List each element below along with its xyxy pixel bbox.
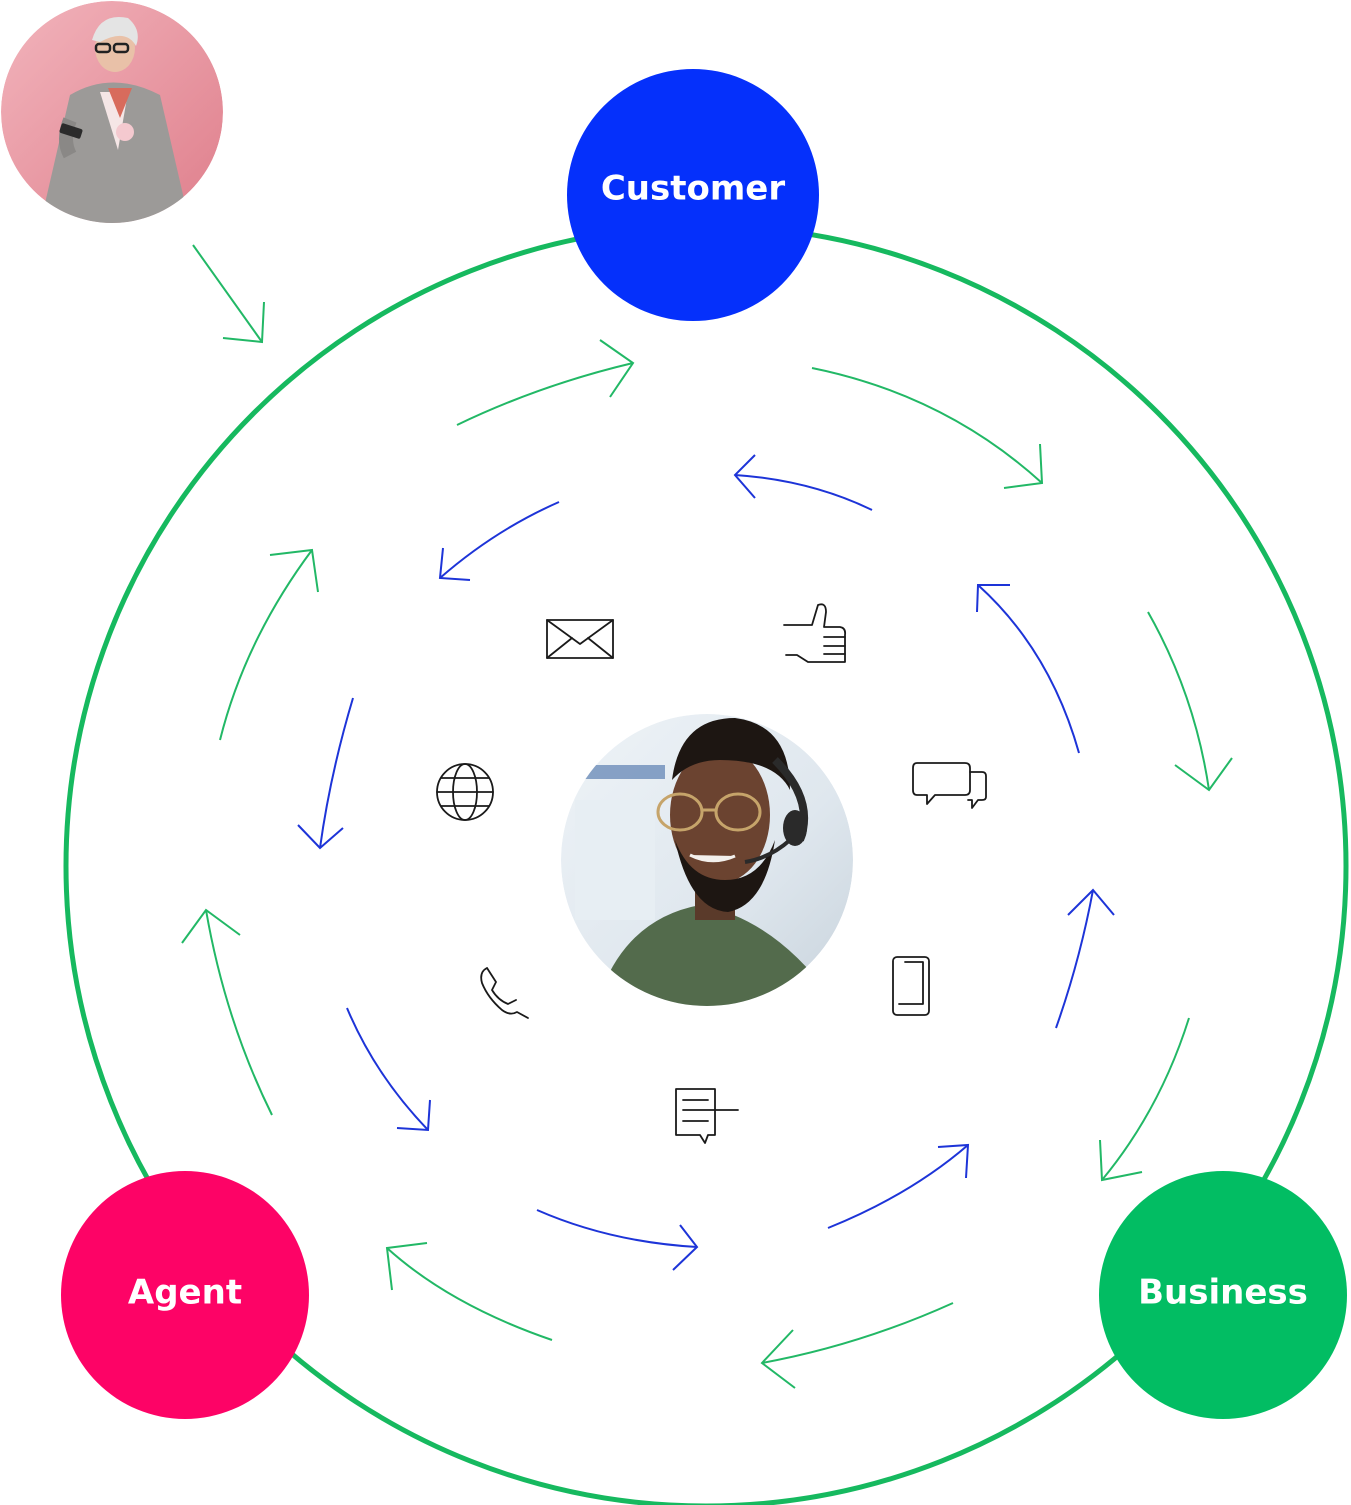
business-node-circle [1099, 1171, 1347, 1419]
customer-node: Customer [567, 69, 819, 321]
arrow-green-top-right [811, 367, 1044, 489]
thumbs-up-icon [783, 603, 847, 663]
arrow-blue-top-right [733, 454, 873, 511]
agent-node-circle [61, 1171, 309, 1419]
mobile-icon [892, 956, 930, 1016]
arrow-green-bottom-right [1099, 1017, 1190, 1182]
arrow-green-right [1147, 611, 1233, 792]
arrow-green-left-upper [219, 548, 319, 741]
blue-flow-arrows [297, 454, 1115, 1271]
arrow-blue-right-upper [976, 584, 1080, 754]
arrow-blue-top-left [438, 501, 560, 581]
arrow-blue-left-lower [346, 1007, 431, 1132]
agent-node-label: Agent [128, 1273, 242, 1313]
arrow-green-top [456, 339, 635, 426]
business-node: Business [1099, 1171, 1347, 1419]
envelope-icon [546, 619, 614, 659]
arrow-green-left-lower [181, 908, 273, 1116]
arrow-blue-bottom-right [827, 1143, 970, 1229]
customer-node-circle [567, 69, 819, 321]
green-flow-arrows [181, 244, 1233, 1389]
arrow-blue-right-lower [1055, 888, 1115, 1029]
business-node-label: Business [1138, 1273, 1308, 1313]
chat-bubbles-icon [912, 762, 987, 809]
arrow-green-bottom [760, 1302, 954, 1389]
arrow-blue-left-upper [297, 697, 354, 850]
agent-node: Agent [61, 1171, 309, 1419]
customer-photo [1, 1, 223, 223]
arrow-blue-bottom [536, 1209, 699, 1271]
message-icon [675, 1088, 739, 1144]
globe-icon [436, 763, 494, 821]
arrow-green-bottom-left [385, 1242, 553, 1341]
customer-node-label: Customer [601, 169, 785, 209]
phone-icon [480, 967, 529, 1019]
center-agent-photo [561, 714, 853, 1006]
arrow-customer-entry [192, 244, 265, 344]
